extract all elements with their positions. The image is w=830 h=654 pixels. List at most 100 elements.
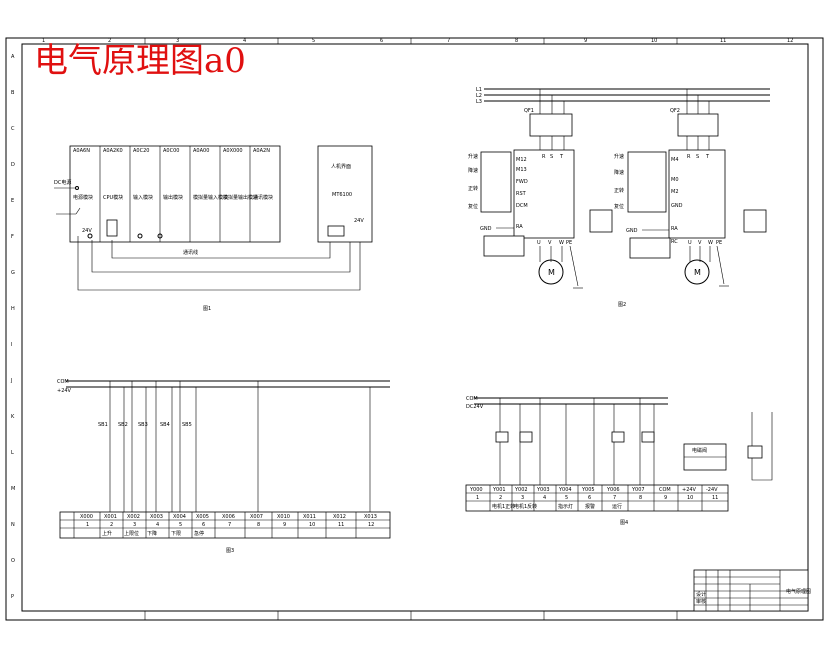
switch-label: SB1 (98, 422, 108, 428)
breaker-label: QF2 (670, 108, 680, 114)
terminal-id: COM (659, 487, 671, 493)
terminal-id: Y003 (536, 487, 550, 493)
input-terminal: GND (671, 203, 683, 209)
input-circuit: COM +24V SB1 SB2 SB3 SB4 SB5 X000 X001 X… (57, 379, 391, 554)
control-label: 降速 (468, 167, 478, 174)
zone-label: 7 (447, 38, 450, 44)
top-zone-labels: 1 2 3 4 5 6 7 8 9 10 11 12 (42, 38, 793, 44)
control-label: 降速 (614, 169, 624, 176)
plc-module-id: A0A2N (253, 148, 270, 154)
terminal-num: 9 (664, 495, 667, 501)
terminal-num: 1 (476, 495, 479, 501)
outer-frame (5, 37, 824, 621)
zone-label: H (11, 306, 15, 312)
zone-label: 10 (651, 38, 657, 44)
terminal-id: X000 (80, 514, 93, 520)
function-label: 电机1反转 (514, 503, 537, 510)
terminal-num: 4 (543, 495, 546, 501)
zone-label: 11 (720, 38, 726, 44)
terminal-id: X001 (104, 514, 117, 520)
terminal-id: Y005 (581, 487, 595, 493)
terminal-id: X010 (277, 514, 290, 520)
figure-caption: 图4 (620, 520, 628, 526)
terminal-label: R (687, 154, 691, 160)
terminal-num: 12 (368, 522, 374, 528)
zone-label: 4 (243, 38, 246, 44)
zone-label: D (11, 162, 15, 168)
inverter-body (513, 149, 575, 239)
terminal-id: Y007 (631, 487, 645, 493)
plc-module-id: A0C00 (163, 148, 179, 154)
solenoid-label: 电磁阀 (692, 447, 707, 454)
terminal-num: 5 (565, 495, 568, 501)
terminal-id: X005 (196, 514, 209, 520)
plc-module-name: 电源模块 (73, 194, 93, 201)
motor-terminal: W (559, 240, 564, 246)
input-terminal-strip (59, 511, 391, 539)
plc-module-name: 输出模块 (163, 194, 183, 201)
motor-terminal: U (688, 240, 692, 246)
terminal-id: +24V (682, 487, 697, 493)
phase-label: L1 (476, 87, 482, 93)
input-terminal: M0 (671, 177, 679, 183)
terminal-id: Y002 (514, 487, 528, 493)
hmi-port (327, 225, 345, 237)
zone-label: C (11, 126, 15, 132)
function-label: 报警 (585, 503, 595, 510)
vfd-right: QF2 R S T M4 M0 M2 GND RA RC U V W PE 升速… (589, 89, 767, 308)
gnd-label: GND (626, 228, 638, 234)
terminal-num: 11 (338, 522, 344, 528)
terminal-id: X006 (222, 514, 235, 520)
zone-label: M (11, 486, 15, 492)
function-label: 上升 (102, 530, 112, 537)
terminal-num: 2 (499, 495, 502, 501)
control-label: 正转 (614, 187, 624, 194)
motor-terminal: U (537, 240, 541, 246)
supply-label: 24V (82, 228, 92, 234)
function-label: 下降 (147, 530, 157, 537)
relay-block (483, 235, 525, 257)
control-label: 复位 (468, 203, 478, 210)
zone-label: 6 (380, 38, 383, 44)
lamp-coil (747, 445, 763, 459)
control-switch-block (480, 151, 512, 213)
zone-label: A (11, 54, 15, 60)
output-terminal-strip (465, 484, 729, 512)
rail-label: DC24V (466, 404, 484, 410)
control-switch-block (627, 151, 667, 213)
relay-coil (519, 431, 533, 443)
terminal-id: -24V (706, 487, 718, 493)
function-label: 上限位 (124, 530, 139, 537)
control-label: 升速 (468, 153, 478, 160)
terminal-id: Y006 (606, 487, 620, 493)
title-block: 电气原理图 设计 审核 (693, 569, 811, 612)
terminal-num: 1 (86, 522, 89, 528)
hmi-title: 人机界面 (331, 163, 351, 170)
zone-label: B (11, 90, 15, 96)
relay-block (629, 237, 671, 259)
plc-module-id: A0A00 (193, 148, 209, 154)
terminal-id: Y000 (469, 487, 483, 493)
plc-module-name: 通讯模块 (253, 194, 273, 201)
zone-label: 2 (108, 38, 111, 44)
input-terminal: M12 (516, 157, 527, 163)
terminal-label: T (559, 154, 564, 160)
switch-label: SB3 (138, 422, 148, 428)
switch-label: SB4 (160, 422, 170, 428)
figure-caption: 图2 (618, 302, 626, 308)
breaker-label: QF1 (524, 108, 534, 114)
plc-module-id: A0C20 (133, 148, 149, 154)
input-terminal: M4 (671, 157, 679, 163)
output-terminal: RC (671, 239, 678, 245)
zone-label: 9 (584, 38, 587, 44)
terminal (87, 233, 93, 239)
zone-label: N (11, 522, 15, 528)
motor-label: M (548, 268, 555, 277)
function-label: 运行 (612, 503, 622, 510)
zone-label: 1 (42, 38, 45, 44)
zone-label: K (11, 414, 15, 420)
plc-module-id: A0X000 (223, 148, 243, 154)
output-terminal: RA (516, 224, 523, 230)
drawing-title: 电气原理图a0 (34, 41, 246, 81)
plc-rack: A0A6N A0A2K0 A0C20 A0C00 A0A00 A0X000 A0… (54, 145, 373, 312)
